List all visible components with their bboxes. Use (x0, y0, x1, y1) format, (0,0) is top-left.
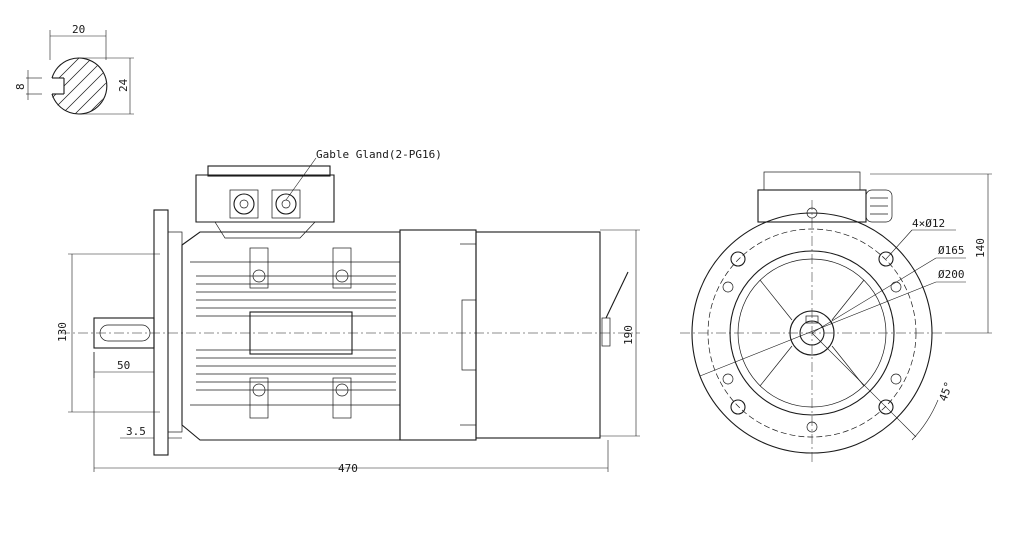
motor-body (181, 231, 401, 441)
keyway-width-label: 20 (72, 23, 85, 36)
flange-spigot (167, 231, 183, 433)
bolt-icon (252, 383, 266, 397)
overall-length-label: 470 (338, 462, 358, 475)
shaft-key (99, 324, 151, 342)
cooling-fins (196, 275, 396, 391)
fan-cover (475, 231, 601, 439)
mounting-flange (153, 209, 169, 456)
tapped-hole-icon (722, 373, 734, 385)
mounting-hole-icon (878, 251, 894, 267)
bolt-icon (335, 383, 349, 397)
cable-gland-icon (233, 193, 255, 215)
tapped-hole-icon (890, 281, 902, 293)
cable-gland-icon (281, 199, 291, 209)
holes-leader (885, 229, 913, 260)
cable-gland-icon (239, 199, 249, 209)
flange-thickness-label: 3.5 (126, 425, 146, 438)
motor-height-label: 190 (622, 325, 635, 345)
key-size-label: 8 (14, 83, 27, 90)
gland-housing (271, 189, 301, 219)
flange-dia-leader (699, 281, 937, 377)
end-terminal-lid (763, 171, 861, 191)
flange-dia-label: Ø200 (938, 268, 965, 281)
bolt-icon (335, 269, 349, 283)
shaft-outline (51, 57, 108, 115)
mounting-hole-icon (730, 399, 746, 415)
gland-leader (285, 157, 317, 201)
pcd-label: Ø165 (938, 244, 965, 257)
terminal-box (195, 174, 335, 223)
box-height-label: 140 (974, 238, 987, 258)
release-lever-arm (605, 271, 629, 319)
brake-housing (399, 229, 477, 441)
keyway-height-label: 24 (117, 78, 130, 92)
foot-boss (249, 377, 269, 419)
pcd-leader (811, 257, 937, 334)
angle-label: 45° (937, 380, 956, 403)
cable-gland-icon (275, 193, 297, 215)
spigot-dia-label: 130 (56, 322, 69, 342)
terminal-box-lid (207, 165, 331, 177)
brake-window (461, 299, 477, 371)
end-cable-gland (865, 189, 893, 223)
foot-boss (249, 247, 269, 289)
keyway-cutout (40, 78, 64, 94)
holes-label: 4×Ø12 (912, 217, 945, 230)
release-lever (601, 317, 611, 347)
mounting-hole-icon (878, 399, 894, 415)
angle-arc (911, 399, 939, 441)
tapped-hole-icon (890, 373, 902, 385)
angle-line (811, 332, 917, 438)
gland-housing (229, 189, 259, 219)
side-view: Gable Gland(2-PG16) 130 50 3.5 190 470 (56, 148, 640, 475)
terminal-box-base (214, 221, 316, 239)
foot-boss (332, 247, 352, 289)
end-view: 4×Ø12 Ø165 Ø200 140 45° (680, 171, 992, 465)
foot-boss (332, 377, 352, 419)
keyway-section: 20 24 8 (14, 23, 134, 115)
mounting-hole-icon (730, 251, 746, 267)
bolt-icon (252, 269, 266, 283)
cable-gland-label: Gable Gland(2-PG16) (316, 148, 442, 161)
shaft-length-label: 50 (117, 359, 130, 372)
tapped-hole-icon (722, 281, 734, 293)
nameplate (249, 311, 353, 355)
